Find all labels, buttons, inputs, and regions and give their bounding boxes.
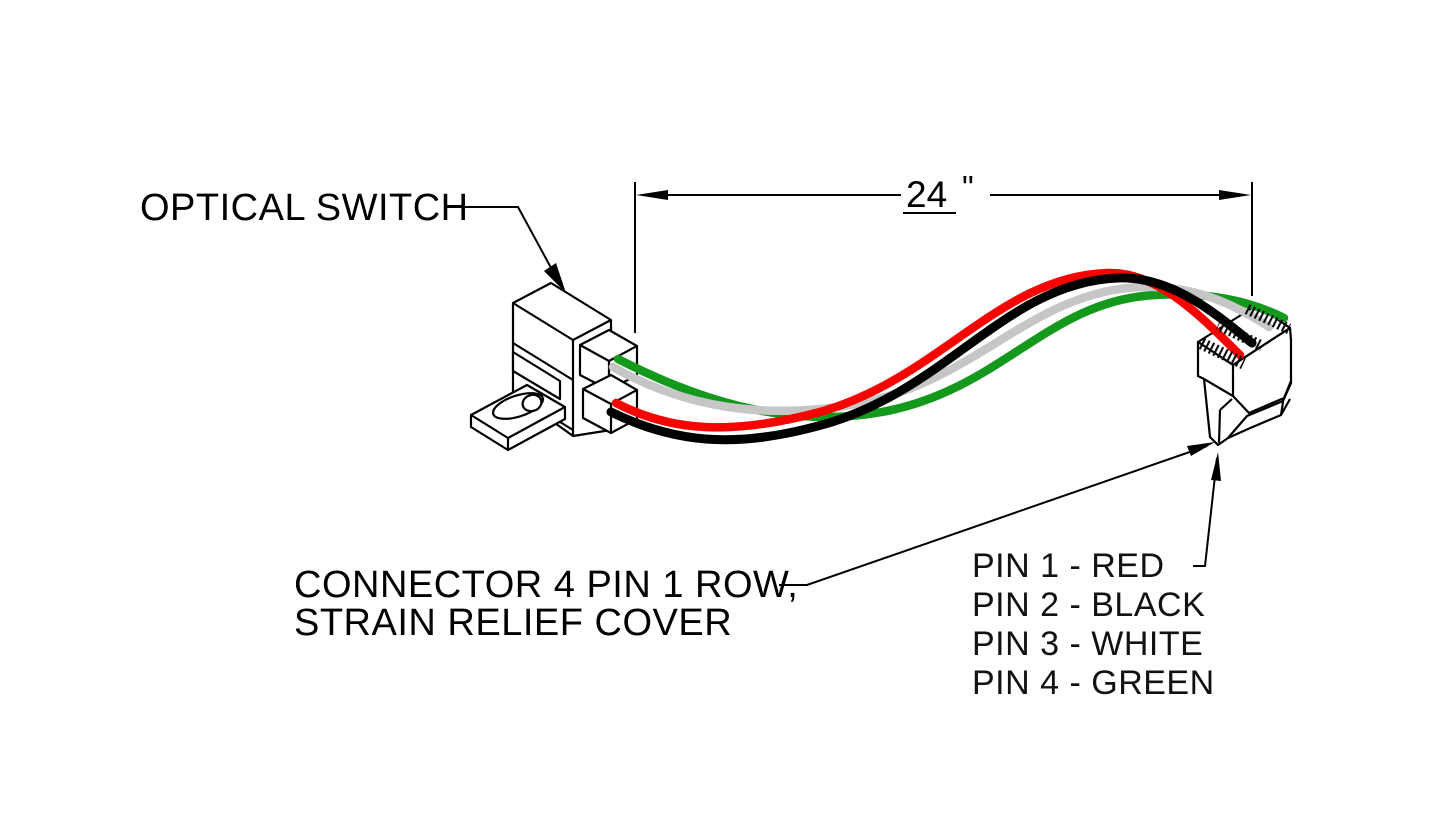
connector-leader-line [779,445,1208,586]
switch-tab-hole-bore [521,393,543,413]
pin-label-1: PIN 1 - RED [972,547,1165,585]
wire-black [606,273,1257,445]
connector-body-edges [1203,365,1293,444]
pin-list-leader-line [1193,457,1218,567]
strain-relief-serrations [1197,303,1291,369]
pin-label-2: PIN 2 - BLACK [972,586,1205,624]
optical-switch-leader-arrow [544,263,566,293]
connector-label-line2: STRAIN RELIEF COVER [294,602,732,644]
dimension-arrow-right [1219,190,1251,200]
wire-white [608,282,1274,416]
serration-band-bottom [1197,337,1246,369]
dimension-arrow-left [636,190,668,200]
dimension-24in: 24 " [634,169,1253,333]
pin-label-3: PIN 3 - WHITE [972,625,1203,663]
dimension-value: 24 [906,174,947,215]
optical-switch-label: OPTICAL SWITCH [140,187,469,229]
serration-band-middle [1216,320,1264,351]
pin-assignment-list: PIN 1 - RED PIN 2 - BLACK PIN 3 - WHITE … [972,547,1215,702]
serration-band-top [1243,303,1291,334]
wire-harness [606,268,1289,445]
switch-slot [511,350,562,401]
switch-tab-edges [470,406,566,450]
switch-top-face-edges [512,302,612,436]
switch-upper-arm-edge [512,342,574,381]
connector-leader-arrow [1187,442,1215,456]
connector-label-line1: CONNECTOR 4 PIN 1 ROW, [294,564,798,606]
pin-list-leader-arrow [1211,452,1221,481]
pin-label-4: PIN 4 - GREEN [972,664,1215,702]
dimension-unit: " [962,169,974,206]
optical-switch-leader-line [459,206,557,278]
